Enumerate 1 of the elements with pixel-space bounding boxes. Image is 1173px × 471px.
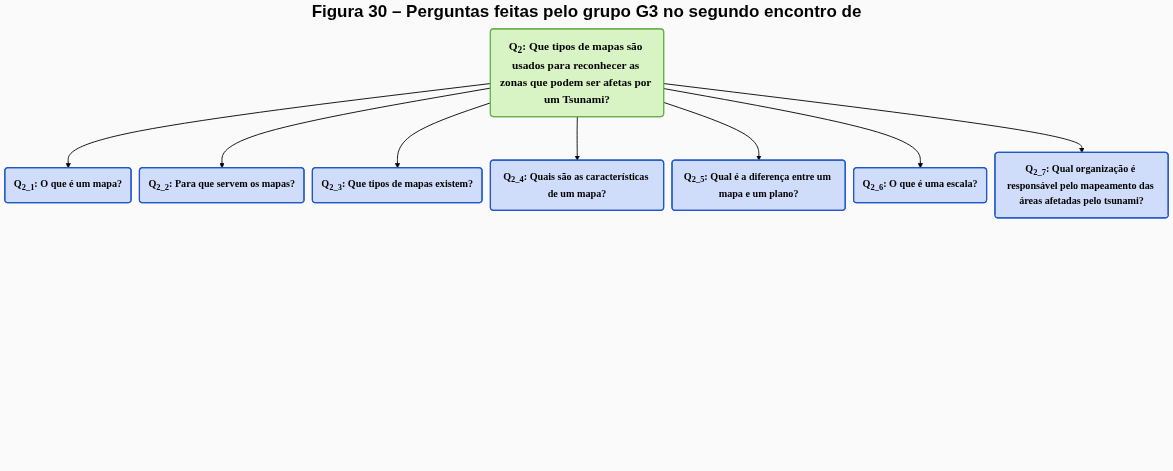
figure-title: Figura 30 – Perguntas feitas pelo grupo G3 no segundo encontro de: [310, 2, 863, 22]
